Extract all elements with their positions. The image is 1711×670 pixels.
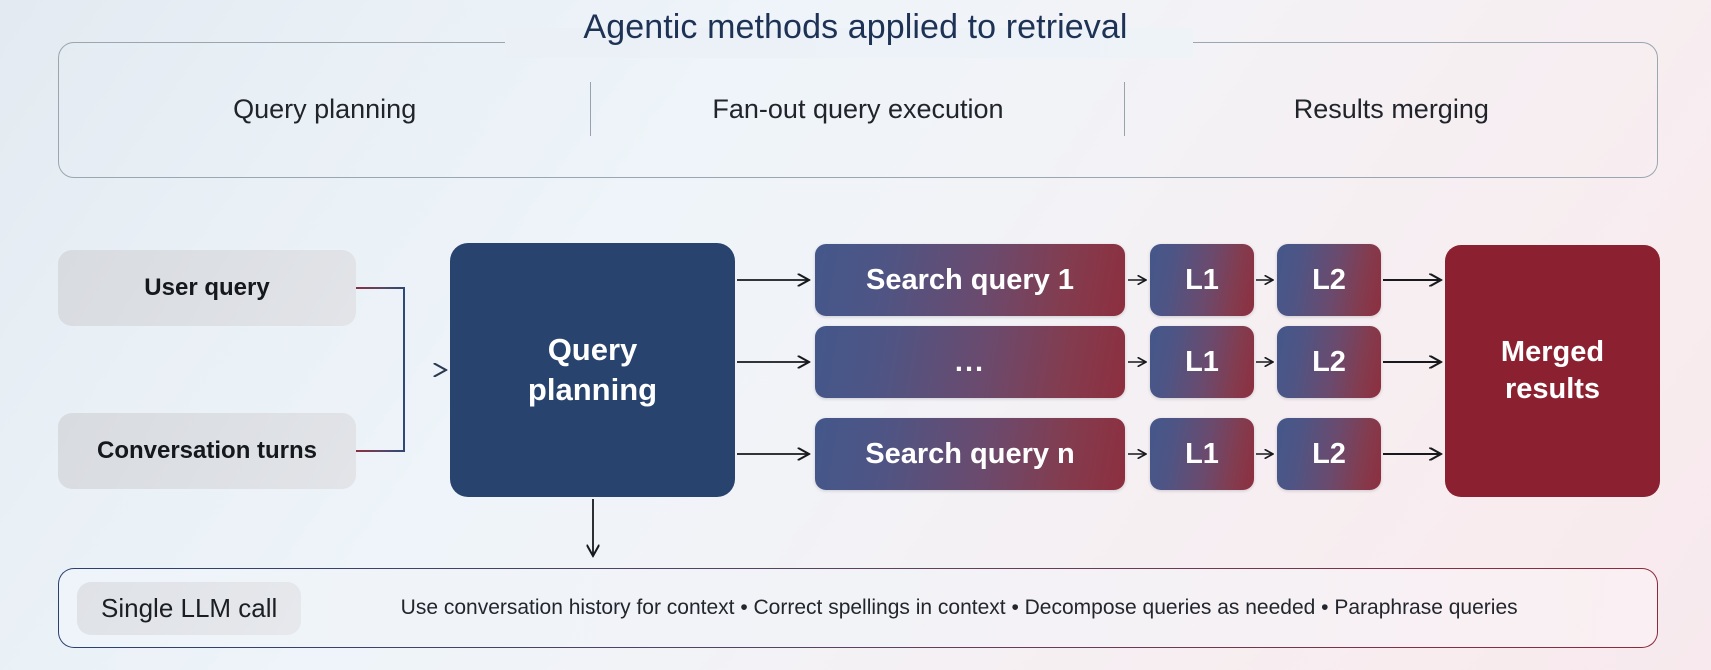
- stage-column-results-merging: Results merging: [1125, 94, 1658, 125]
- search-query-label: Search query 1: [866, 263, 1074, 296]
- stage-column-label: Results merging: [1293, 93, 1489, 124]
- single-llm-call-panel: Single LLM call Use conversation history…: [58, 568, 1658, 648]
- single-llm-call-badge: Single LLM call: [77, 581, 302, 635]
- l1-label: L1: [1185, 437, 1219, 470]
- stage-column-fan-out: Fan-out query execution: [591, 82, 1125, 136]
- stage-column-query-planning: Query planning: [58, 82, 592, 136]
- page-title: Agentic methods applied to retrieval: [583, 8, 1128, 46]
- search-query-node-1[interactable]: Search query 1: [815, 244, 1125, 316]
- l2-node-2[interactable]: L2: [1277, 326, 1381, 398]
- column-divider: [590, 82, 592, 136]
- query-planning-line1: Query: [547, 332, 638, 368]
- l2-label: L2: [1312, 263, 1346, 296]
- l1-node-3[interactable]: L1: [1150, 418, 1254, 490]
- merged-results-node[interactable]: Merged results: [1445, 245, 1660, 497]
- merged-results-line1: Merged: [1500, 335, 1605, 368]
- search-query-label: Search query n: [865, 437, 1075, 470]
- input-user-query[interactable]: User query: [58, 250, 356, 326]
- l1-label: L1: [1185, 263, 1219, 296]
- ellipsis-label: ...: [954, 345, 986, 378]
- stage-column-label: Query planning: [233, 93, 417, 124]
- query-planning-label: Query planning: [528, 330, 657, 409]
- single-llm-call-label: Single LLM call: [101, 592, 278, 623]
- l1-node-2[interactable]: L1: [1150, 326, 1254, 398]
- l2-node-1[interactable]: L2: [1277, 244, 1381, 316]
- merged-results-line2: results: [1504, 373, 1601, 405]
- l2-label: L2: [1312, 345, 1346, 378]
- l1-label: L1: [1185, 345, 1219, 378]
- l1-node-1[interactable]: L1: [1150, 244, 1254, 316]
- query-planning-node[interactable]: Query planning: [450, 243, 735, 497]
- l2-node-3[interactable]: L2: [1277, 418, 1381, 490]
- query-to-l1-wires: [1128, 280, 1146, 454]
- search-query-node-n[interactable]: Search query n: [815, 418, 1125, 490]
- query-planning-line2: planning: [527, 372, 658, 407]
- stage-columns: Query planning Fan-out query execution R…: [58, 78, 1658, 140]
- input-label: Conversation turns: [96, 437, 318, 464]
- l1-to-l2-wires: [1256, 280, 1273, 454]
- column-divider: [1123, 82, 1125, 136]
- merged-results-label: Merged results: [1501, 334, 1604, 408]
- title-backdrop: [505, 28, 1193, 58]
- stage-column-label: Fan-out query execution: [712, 93, 1004, 124]
- l2-label: L2: [1312, 437, 1346, 470]
- llm-capabilities-list: Use conversation history for context • C…: [400, 596, 1518, 619]
- search-query-node-ellipsis[interactable]: ...: [815, 326, 1125, 398]
- input-conversation-turns[interactable]: Conversation turns: [58, 413, 356, 489]
- input-merge-wire: [356, 287, 446, 452]
- input-label: User query: [144, 274, 270, 301]
- l2-to-merged-wires: [1383, 280, 1441, 454]
- fanout-wires: [737, 280, 809, 454]
